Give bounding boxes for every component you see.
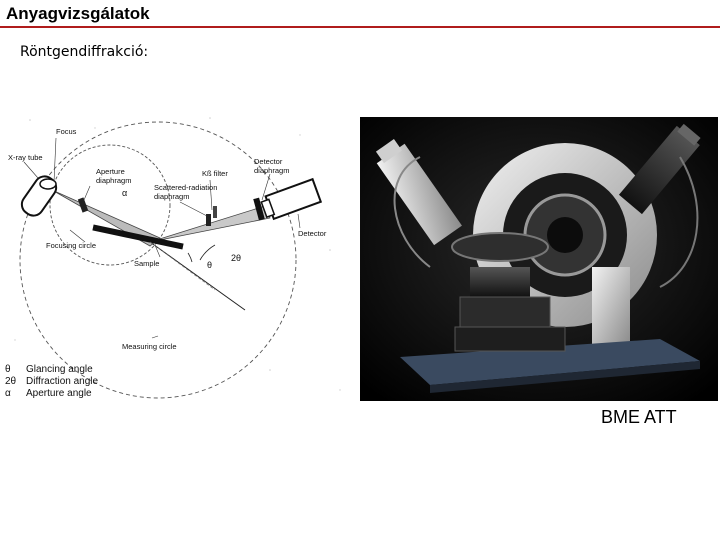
label-aperture-diaphragm: Aperture [96,167,125,176]
scan-noise [14,117,341,391]
label-measuring-circle: Measuring circle [122,342,177,351]
legend-symbol-theta: θ [5,364,11,375]
scattered-radiation-diaphragm-icon [206,214,211,226]
legend-symbol-alpha: α [5,388,11,399]
diagram-legend: θ Glancing angle 2θ Diffraction angle α … [5,364,99,399]
label-focus: Focus [56,127,77,136]
leader-lines [23,137,301,339]
label-theta: θ [207,260,212,270]
label-scattered-radiation: Scattered-radiation [154,183,217,192]
label-kb-filter: Kß filter [202,169,228,178]
slide-title: Anyagvizsgálatok [6,4,150,23]
image-credit: BME ATT [601,407,677,427]
focusing-circle [49,144,171,266]
label-detector-diaphragm-2: diaphragm [254,166,289,175]
label-detector-diaphragm: Detector [254,157,283,166]
label-alpha: α [122,188,127,198]
label-scattered-radiation-2: diaphragm [154,192,189,201]
detector-diaphragm-icon [253,197,265,221]
theta-arc [187,252,193,263]
label-sample: Sample [134,259,159,268]
detector-icon [260,177,323,221]
sample-icon [92,224,184,250]
label-xray-tube: X-ray tube [8,153,43,162]
measuring-circle [19,121,297,399]
normal-line [149,241,216,291]
xray-tube-icon [20,175,58,217]
title-divider [0,26,720,28]
two-theta-arc [199,244,216,261]
aperture-diaphragm-icon [77,197,89,213]
legend-symbol-two-theta: 2θ [5,376,17,387]
diffractometer-photo [360,117,718,401]
legend-text-theta: Glancing angle [26,364,93,375]
kb-filter-icon [213,206,217,218]
label-focusing-circle: Focusing circle [46,241,96,250]
angle-line [149,241,246,311]
label-aperture-diaphragm-2: diaphragm [96,176,131,185]
label-two-theta: 2θ [231,253,241,263]
legend-text-two-theta: Diffraction angle [26,376,99,387]
legend-text-alpha: Aperture angle [26,388,92,399]
label-detector: Detector [298,229,327,238]
xrd-schematic-diagram: Focus X-ray tube Aperture diaphragm α Kß… [5,117,341,399]
slide-subtitle: Röntgendiffrakció: [20,44,149,60]
